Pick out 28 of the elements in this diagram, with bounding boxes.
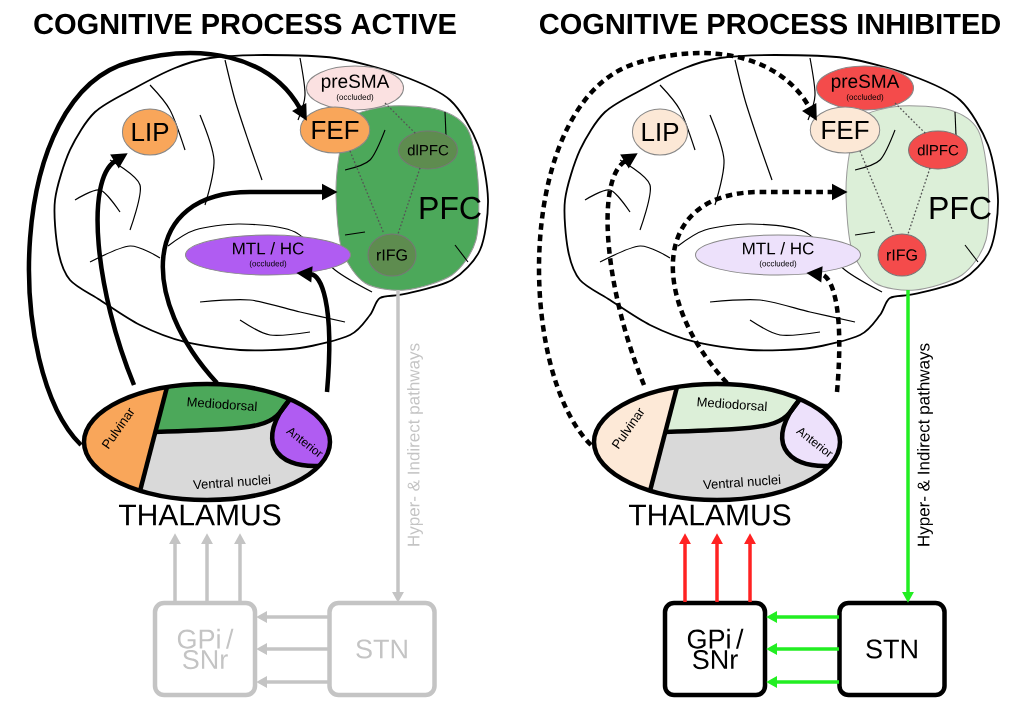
nucleus-label: Mediodorsal (187, 397, 257, 412)
edge-label: Hyper- & Indirect pathways (405, 341, 425, 549)
brain-region: dlPFC (908, 130, 968, 170)
nucleus-label: Ventral nuclei (192, 474, 271, 490)
nucleus-label: Mediodorsal (697, 397, 767, 412)
arrow (605, 153, 647, 386)
brain-region: preSMA (occluded) (306, 65, 405, 111)
brain-region: MTL / HC (occluded) (185, 234, 351, 276)
nucleus-box: GPi / SNr (152, 600, 258, 698)
brain-region: FEF (809, 106, 881, 154)
nucleus-box: GPi / SNr (662, 600, 768, 698)
brain-region: LIP (121, 108, 179, 156)
brain-region: preSMA (occluded) (815, 65, 915, 111)
arrow (95, 153, 137, 386)
brain-region: rIFG (877, 233, 927, 277)
nucleus-box: STN (837, 600, 947, 698)
nucleus-label: Ventral nuclei (702, 474, 781, 490)
brain-region: dlPFC (398, 130, 458, 170)
nucleus-box: STN (327, 600, 437, 698)
arrow (26, 51, 307, 447)
brain-region: FEF (299, 106, 371, 154)
panel-title: COGNITIVE PROCESS ACTIVE (34, 13, 456, 35)
arrow (536, 51, 817, 447)
brain-region: rIFG (367, 233, 417, 277)
panel-title: COGNITIVE PROCESS INHIBITED (540, 13, 1000, 35)
brain-region: LIP (631, 108, 689, 156)
edge-label: Hyper- & Indirect pathways (915, 341, 935, 549)
brain-region: MTL / HC (occluded) (695, 234, 861, 276)
